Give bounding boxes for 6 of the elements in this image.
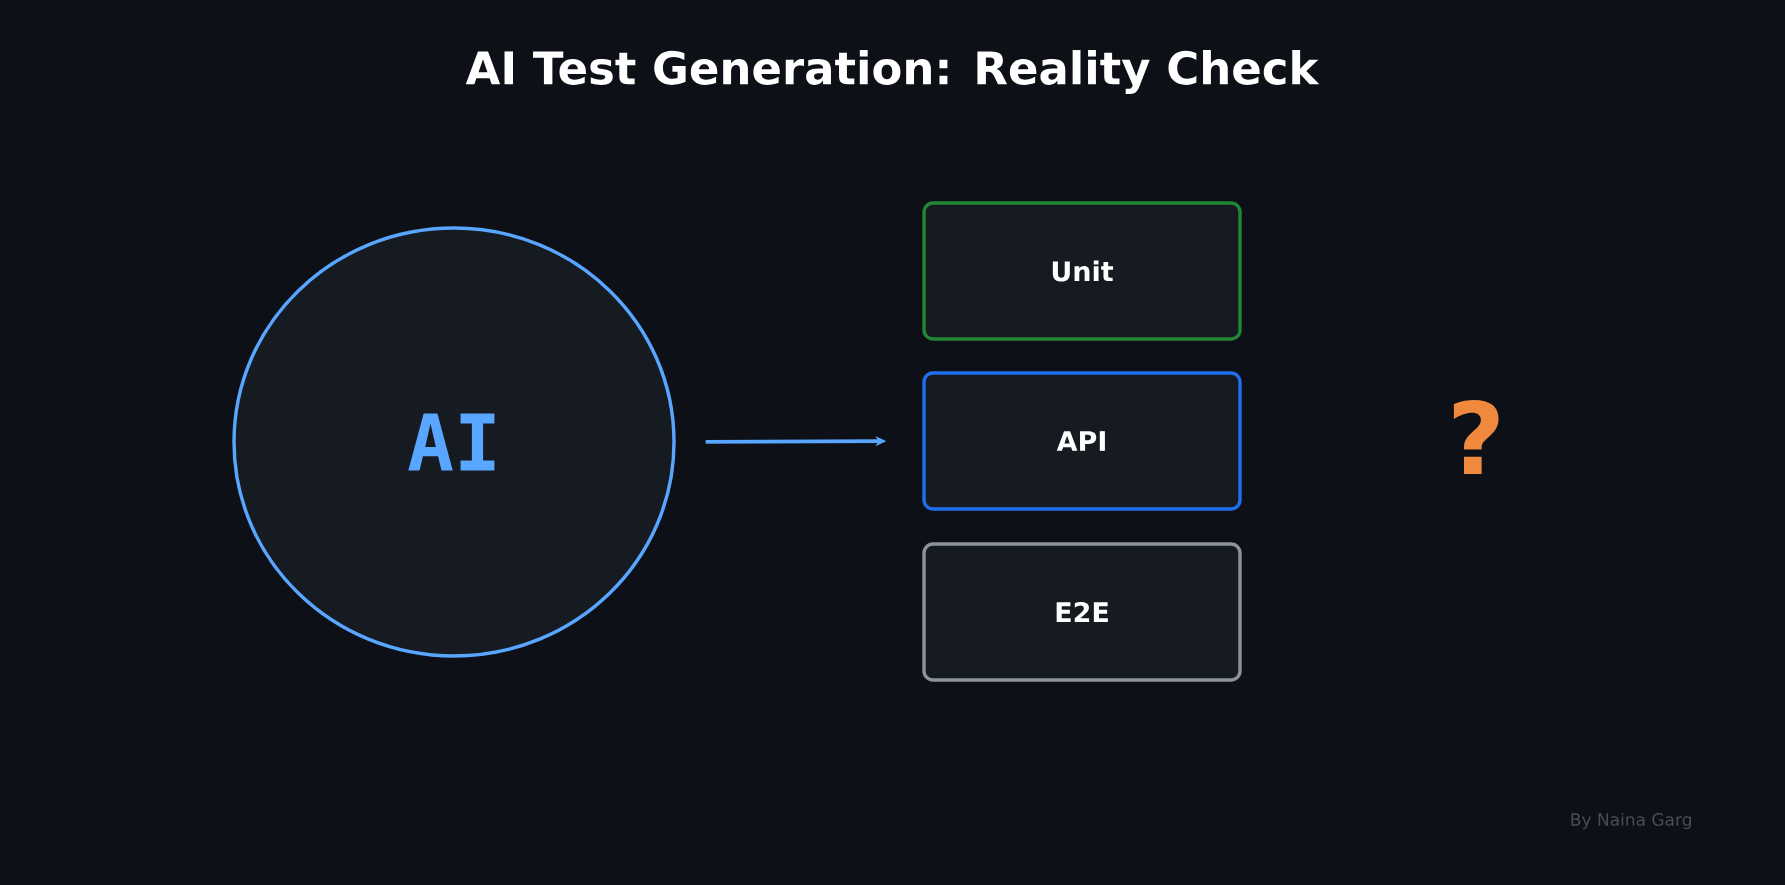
title: AI Test Generation: Reality Check [465, 50, 1320, 94]
author-credit: By Naina Garg [1571, 812, 1691, 830]
question-mark: ? [1453, 399, 1499, 475]
test-type-box: API [922, 371, 1242, 511]
test-type-box: E2E [922, 542, 1242, 682]
test-type-box: Unit [922, 201, 1242, 341]
